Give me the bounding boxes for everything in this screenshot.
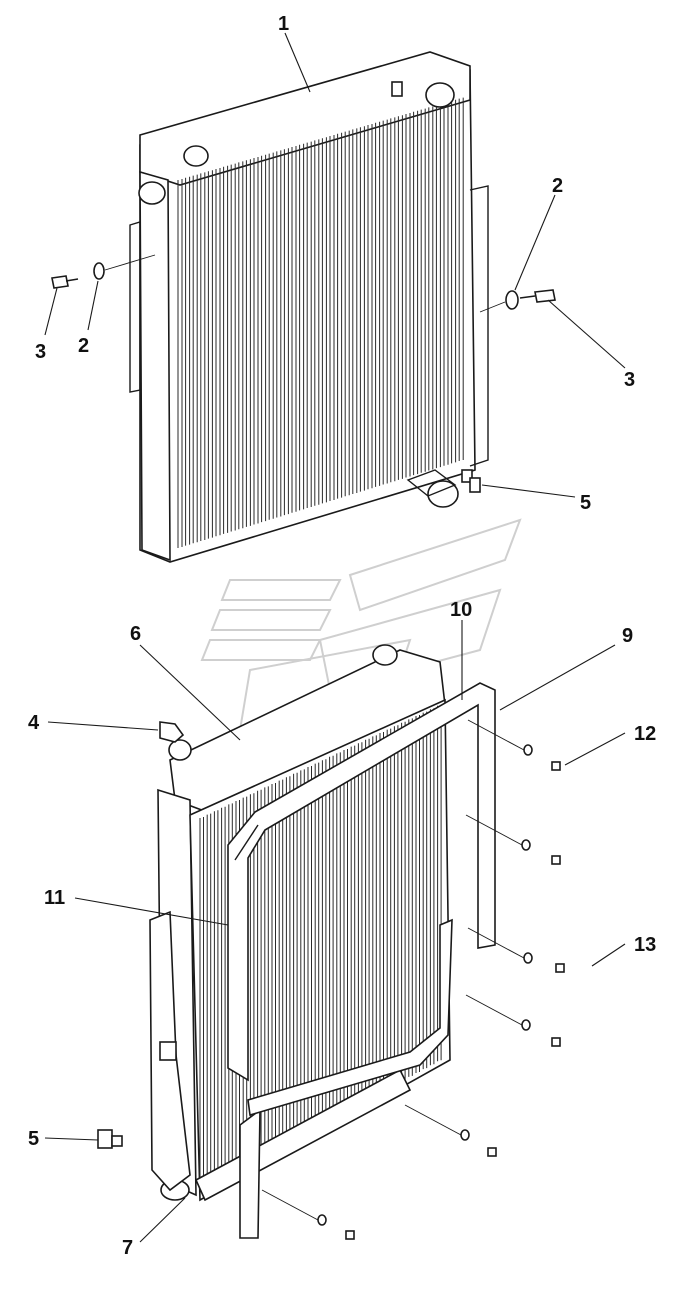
callout-1: 1: [278, 13, 289, 35]
callout-2-right: 2: [552, 175, 563, 197]
callout-6: 6: [130, 623, 141, 645]
washer-right-top: [505, 290, 519, 310]
fasteners-right: [261, 719, 565, 1240]
drain-valve-right: [469, 477, 481, 493]
plug-4: [159, 721, 185, 743]
drain-valve-left: [97, 1129, 123, 1149]
callout-12: 12: [634, 723, 656, 745]
seal-strip: [247, 918, 453, 1117]
washer-left-top: [93, 262, 105, 280]
frame-front: [227, 682, 496, 1239]
callout-5-top: 5: [580, 492, 591, 514]
bracket-left: [149, 910, 191, 1192]
callout-2-left: 2: [78, 335, 89, 357]
callout-11: 11: [44, 887, 65, 909]
callout-9: 9: [622, 625, 633, 647]
callout-3-right: 3: [624, 369, 635, 391]
callout-13: 13: [634, 934, 656, 956]
callout-3-left: 3: [35, 341, 46, 363]
callout-10: 10: [450, 599, 472, 621]
bolt-right-top: [519, 289, 556, 303]
callout-7: 7: [122, 1237, 133, 1259]
callouts: 1 2 2 3 3 5 6 10 9 4 12 11 13 5 7: [28, 13, 656, 1259]
bolt-left-top: [51, 275, 79, 289]
radiator-core-top: [129, 51, 489, 563]
callout-5-bottom: 5: [28, 1128, 39, 1150]
leader-lines: [44, 32, 626, 1243]
callout-4: 4: [28, 712, 40, 734]
